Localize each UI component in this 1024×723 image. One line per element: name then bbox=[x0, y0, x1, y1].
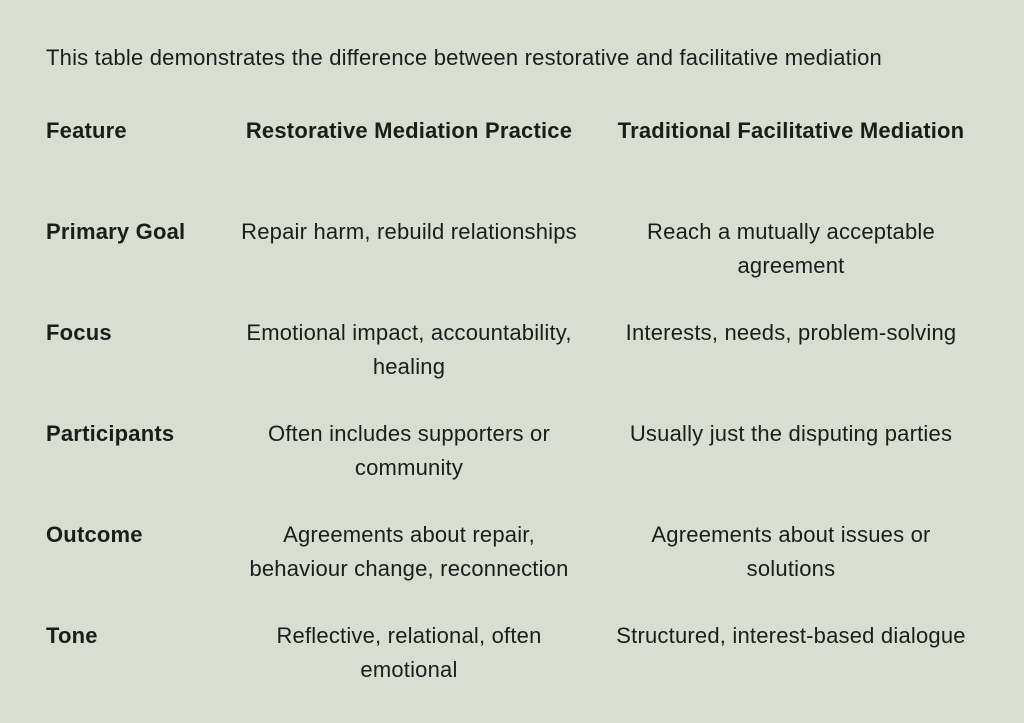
mediation-comparison-table: Feature Restorative Mediation Practice T… bbox=[46, 114, 978, 720]
cell-text: Reach a mutually acceptable agreement bbox=[647, 219, 935, 278]
cell-primary-goal-facilitative: Reach a mutually acceptable agreement bbox=[604, 215, 978, 283]
cell-focus-facilitative: Interests, needs, problem-solving bbox=[604, 316, 978, 350]
cell-tone-restorative: Reflective, relational, often emotional bbox=[233, 619, 585, 687]
cell-text: Agreements about repair, behaviour chang… bbox=[249, 522, 569, 581]
column-header-facilitative-mediation: Traditional Facilitative Mediation bbox=[617, 118, 965, 143]
row-label-primary-goal: Primary Goal bbox=[46, 219, 186, 244]
cell-participants-facilitative: Usually just the disputing parties bbox=[604, 417, 978, 451]
cell-text: Interests, needs, problem-solving bbox=[625, 320, 957, 345]
cell-primary-goal-restorative: Repair harm, rebuild relationships bbox=[233, 215, 585, 249]
cell-text: Repair harm, rebuild relationships bbox=[241, 219, 577, 244]
cell-outcome-facilitative: Agreements about issues or solutions bbox=[604, 518, 978, 586]
cell-participants-restorative: Often includes supporters or community bbox=[233, 417, 585, 485]
cell-tone-facilitative: Structured, interest-based dialogue bbox=[604, 619, 978, 653]
column-header-restorative-mediation: Restorative Mediation Practice bbox=[245, 118, 573, 143]
column-header-feature: Feature bbox=[46, 118, 127, 143]
cell-outcome-restorative: Agreements about repair, behaviour chang… bbox=[233, 518, 585, 586]
cell-text: Usually just the disputing parties bbox=[629, 421, 953, 446]
cell-text: Often includes supporters or community bbox=[268, 421, 550, 480]
row-label-tone: Tone bbox=[46, 623, 98, 648]
cell-text: Structured, interest-based dialogue bbox=[616, 623, 966, 648]
row-label-focus: Focus bbox=[46, 320, 112, 345]
cell-text: Reflective, relational, often emotional bbox=[276, 623, 542, 682]
row-label-outcome: Outcome bbox=[46, 522, 143, 547]
cell-text: Emotional impact, accountability, healin… bbox=[246, 320, 572, 379]
intro-text: This table demonstrates the difference b… bbox=[46, 45, 882, 70]
cell-focus-restorative: Emotional impact, accountability, healin… bbox=[233, 316, 585, 384]
row-label-participants: Participants bbox=[46, 421, 175, 446]
cell-text: Agreements about issues or solutions bbox=[651, 522, 931, 581]
